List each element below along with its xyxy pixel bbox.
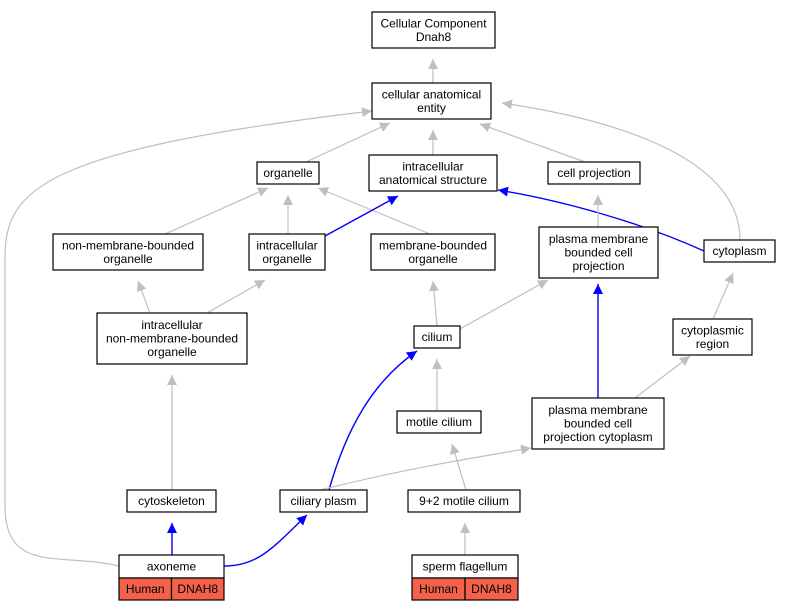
gene-tag: DNAH8 — [471, 582, 512, 596]
annotation-tag-box — [464, 577, 519, 601]
edge-intracellular-non-membrane-bounded-organelle-to-intracellular-organelle — [206, 279, 266, 314]
node-box — [413, 325, 461, 349]
node-box — [368, 154, 498, 192]
node-label-line: axoneme — [147, 560, 197, 574]
node-cell-projection[interactable]: cell projection — [547, 161, 641, 185]
edge-ciliary-plasm-to-cilium — [328, 350, 418, 491]
node-label-line: Dnah8 — [416, 30, 452, 44]
node-box — [538, 226, 659, 279]
node-box — [52, 233, 204, 271]
node-label-line: non-membrane-bounded — [62, 238, 194, 252]
node-label-line: intracellular — [141, 318, 202, 332]
node-cytoskeleton[interactable]: cytoskeleton — [126, 489, 217, 513]
node-label-line: Cellular Component — [380, 16, 487, 30]
node-label-line: 9+2 motile cilium — [419, 494, 509, 508]
node-label-line: non-membrane-bounded — [106, 332, 238, 346]
edge-plasma-membrane-bounded-cell-projection-cytoplasm-to-cytoplasmic-region — [634, 355, 691, 399]
edge-axoneme-to-ciliary-plasm — [223, 514, 308, 567]
node-label-line: cytoplasm — [712, 244, 766, 258]
node-motile-cilium-9-2[interactable]: 9+2 motile cilium — [407, 489, 521, 513]
node-box — [407, 489, 521, 513]
node-label-line: bounded cell — [564, 417, 632, 431]
node-label-line: bounded cell — [564, 246, 632, 260]
edge-intracellular-non-membrane-bounded-organelle-to-non-membrane-bounded-organelle — [136, 280, 151, 314]
node-box — [531, 397, 665, 450]
edge-cilium-to-plasma-membrane-bounded-cell-projection — [457, 279, 549, 331]
node-label-line: organelle — [262, 252, 312, 266]
node-label-line: intracellular — [402, 159, 463, 173]
node-label-line: membrane-bounded — [379, 238, 487, 252]
edge-axoneme-to-cellular-anatomical-entity — [4, 107, 373, 567]
node-cytoplasm[interactable]: cytoplasm — [703, 239, 776, 263]
node-box — [248, 233, 326, 271]
species-tag: Human — [419, 582, 458, 596]
node-label-line: organelle — [103, 252, 153, 266]
edge-non-membrane-bounded-organelle-to-organelle — [164, 187, 269, 235]
node-label-line: cellular anatomical — [382, 87, 481, 101]
node-box — [370, 233, 496, 271]
node-box — [672, 318, 753, 356]
node-ciliary-plasm[interactable]: ciliary plasm — [279, 489, 368, 513]
node-box — [279, 489, 368, 513]
edge-cytoplasmic-region-to-cytoplasm — [712, 272, 734, 320]
node-box — [126, 489, 217, 513]
node-box — [371, 11, 496, 49]
edge-motile-cilium-9-2-to-motile-cilium — [450, 443, 467, 491]
node-label-line: cytoplasmic — [681, 323, 744, 337]
node-label-line: intracellular — [256, 238, 317, 252]
edge-cell-projection-to-cellular-anatomical-entity — [479, 122, 586, 163]
node-box — [256, 161, 320, 185]
node-label-line: entity — [417, 101, 446, 115]
node-label-line: cilium — [422, 330, 453, 344]
edge-cytoplasm-to-cellular-anatomical-entity — [501, 99, 741, 241]
node-label-line: cytoskeleton — [138, 494, 205, 508]
edge-intracellular-organelle-to-intracellular-anatomical-structure — [324, 195, 399, 237]
node-box — [396, 410, 482, 434]
node-label-line: projection — [572, 259, 624, 273]
edges-layer — [4, 59, 741, 567]
node-label-line: region — [696, 337, 729, 351]
node-label-line: anatomical structure — [379, 173, 487, 187]
node-organelle[interactable]: organelle — [256, 161, 320, 185]
node-motile-cilium[interactable]: motile cilium — [396, 410, 482, 434]
node-label-line: motile cilium — [406, 415, 472, 429]
node-label-line: plasma membrane — [549, 232, 649, 246]
node-label-line: organelle — [147, 345, 197, 359]
node-box — [371, 82, 492, 120]
node-box — [703, 239, 776, 263]
node-label-line: sperm flagellum — [423, 560, 508, 574]
node-label-line: plasma membrane — [548, 403, 648, 417]
node-label-line: organelle — [263, 166, 313, 180]
node-intracellular-non-membrane-bounded-organelle[interactable]: intracellularnon-membrane-boundedorganel… — [96, 312, 248, 365]
edge-cilium-to-membrane-bounded-organelle — [428, 280, 439, 327]
edge-cytoplasm-to-intracellular-anatomical-structure — [497, 186, 705, 252]
edge-membrane-bounded-organelle-to-organelle — [317, 187, 431, 235]
node-label-line: ciliary plasm — [290, 494, 356, 508]
node-cilium[interactable]: cilium — [413, 325, 461, 349]
species-tag: Human — [126, 582, 165, 596]
node-label-line: projection cytoplasm — [543, 430, 652, 444]
edge-organelle-to-cellular-anatomical-entity — [305, 122, 391, 163]
node-label-line: cell projection — [557, 166, 630, 180]
node-label-line: organelle — [408, 252, 458, 266]
node-box — [96, 312, 248, 365]
node-box — [547, 161, 641, 185]
edge-ciliary-plasm-to-plasma-membrane-bounded-cell-projection-cytoplasm — [319, 444, 532, 491]
annotation-tag-box — [170, 577, 225, 601]
gene-tag: DNAH8 — [177, 582, 218, 596]
